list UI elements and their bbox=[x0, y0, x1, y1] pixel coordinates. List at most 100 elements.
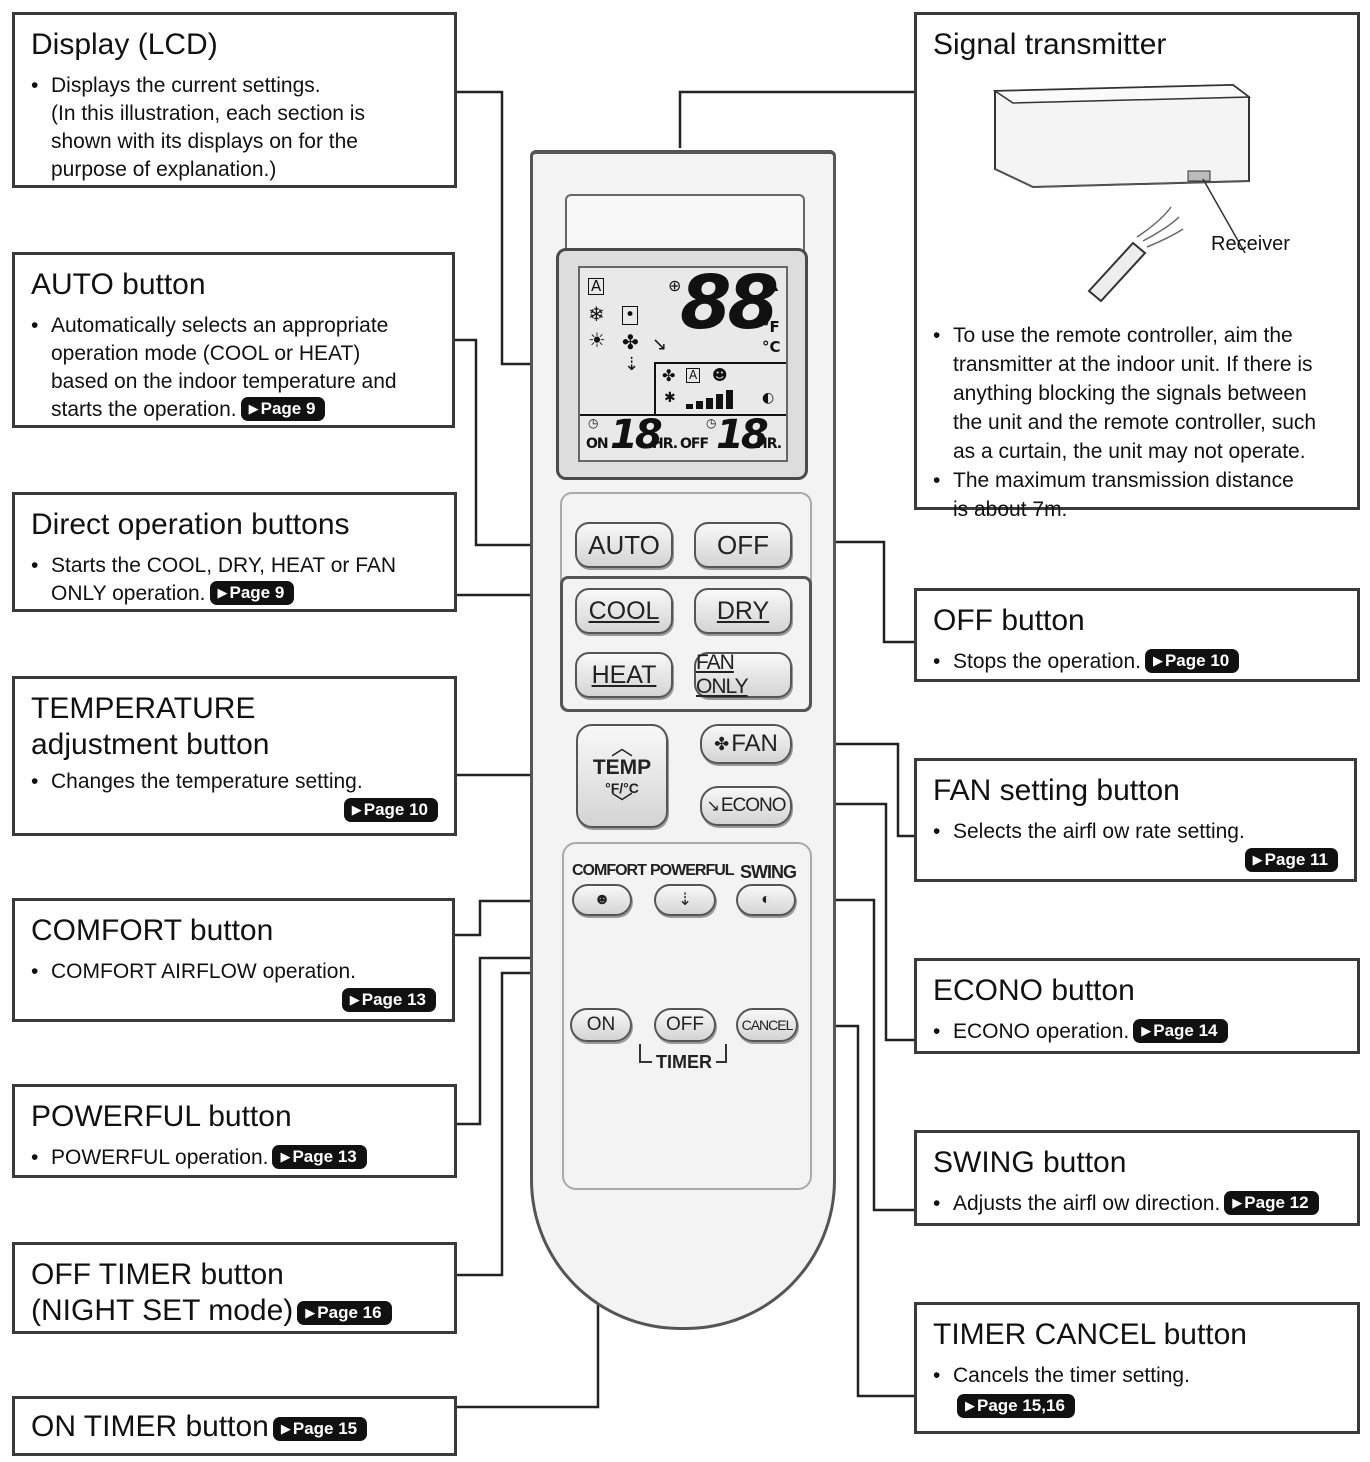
fan-only-button[interactable]: FAN ONLY bbox=[694, 651, 792, 698]
powerful-page-badge[interactable]: Page 13 bbox=[272, 1145, 367, 1169]
lower-button-panel bbox=[562, 842, 812, 1190]
auto-callout: AUTO button Automatically selects an app… bbox=[12, 252, 455, 428]
fan-button[interactable]: ✤FAN bbox=[700, 724, 792, 764]
signal-callout: Signal transmitter Receiver To use the r… bbox=[914, 12, 1360, 521]
receiver-label: Receiver bbox=[1211, 233, 1290, 255]
signal-title: Signal transmitter bbox=[933, 28, 1167, 61]
lcd-hr-2: HR. bbox=[756, 436, 782, 452]
line-swing bbox=[800, 898, 914, 1212]
signal-bullet-1: To use the remote controller, aim the tr… bbox=[933, 321, 1341, 466]
transmit-icon: ⊕ bbox=[668, 276, 682, 295]
line-signal bbox=[678, 90, 914, 148]
signal-bullet-2: The maximum transmission distance is abo… bbox=[933, 466, 1341, 524]
econo-indicator-icon: ↘ bbox=[652, 334, 668, 355]
auto-line-2: operation mode (COOL or HEAT) bbox=[51, 342, 361, 365]
swing-caption: SWING bbox=[740, 862, 797, 882]
comfort-title: COMFORT button bbox=[31, 914, 274, 947]
auto-title: AUTO button bbox=[31, 268, 206, 301]
off-bullet: Stops the operation.Page 10 bbox=[933, 647, 1341, 676]
lcd-fan-auto-icon: A bbox=[686, 368, 701, 383]
lcd-fan-section: ✤ A ☻ ✱ ◐ bbox=[654, 362, 786, 416]
powerful-mode-icon: ⇣ bbox=[624, 354, 640, 375]
dry-mode-icon: • bbox=[622, 306, 639, 325]
auto-line-3: based on the indoor temperature and bbox=[51, 370, 397, 393]
off-page-badge[interactable]: Page 10 bbox=[1144, 649, 1240, 673]
comfort-callout: COMFORT button COMFORT AIRFLOW operation… bbox=[12, 898, 455, 1022]
econo-button[interactable]: ↘ECONO bbox=[700, 786, 792, 826]
lcd-off-label: OFF bbox=[680, 436, 709, 452]
swing-page-badge[interactable]: Page 12 bbox=[1224, 1191, 1319, 1215]
direct-title: Direct operation buttons bbox=[31, 508, 350, 541]
comfort-person-icon: ☻ bbox=[593, 891, 611, 908]
display-note-3: purpose of explanation.) bbox=[51, 158, 277, 181]
cool-snowflake-icon: ❄ bbox=[588, 302, 605, 326]
lcd-quiet-icon: ✱ bbox=[664, 390, 676, 406]
comfort-caption: COMFORT bbox=[572, 862, 647, 879]
off-callout: OFF button Stops the operation.Page 10 bbox=[914, 588, 1360, 682]
heat-button[interactable]: HEAT bbox=[575, 652, 673, 698]
swing-icon: ◐ bbox=[761, 891, 771, 908]
econo-bullet: ECONO operation.Page 14 bbox=[933, 1017, 1341, 1046]
chevron-down-icon: ﹀ bbox=[610, 791, 633, 816]
off-timer-page-badge[interactable]: Page 16 bbox=[297, 1301, 392, 1325]
display-title: Display (LCD) bbox=[31, 28, 218, 61]
line-comfort bbox=[454, 899, 568, 937]
temp-button[interactable]: ︿ TEMP °F/°C ﹀ bbox=[576, 724, 668, 828]
on-timer-button[interactable]: ON bbox=[570, 1008, 632, 1042]
swing-button[interactable]: ◐ bbox=[736, 884, 796, 916]
timer-cancel-title: TIMER CANCEL button bbox=[933, 1318, 1247, 1351]
timer-cancel-button[interactable]: CANCEL bbox=[736, 1008, 798, 1042]
line-auto bbox=[454, 338, 572, 547]
powerful-caption: POWERFUL bbox=[650, 862, 735, 879]
direct-callout: Direct operation buttons Starts the COOL… bbox=[12, 492, 457, 612]
econo-icon: ↘ bbox=[706, 798, 719, 815]
direct-page-badge[interactable]: Page 9 bbox=[209, 581, 295, 605]
lcd-on-hours: 18 bbox=[610, 412, 663, 458]
heat-sun-icon: ☀ bbox=[588, 328, 606, 352]
fan-icon: ✤ bbox=[714, 733, 730, 754]
auto-line-1: Automatically selects an appropriate bbox=[31, 311, 436, 340]
cool-button[interactable]: COOL bbox=[575, 588, 673, 634]
on-timer-page-badge[interactable]: Page 15 bbox=[272, 1417, 368, 1441]
lcd-off-clock-icon: ◷ bbox=[706, 416, 717, 430]
auto-button[interactable]: AUTO bbox=[575, 522, 673, 568]
on-timer-title: ON TIMER buttonPage 15 bbox=[31, 1409, 438, 1445]
direct-line-1: Starts the COOL, DRY, HEAT or FAN bbox=[31, 551, 438, 580]
chevron-up-icon: ︿ bbox=[610, 735, 633, 760]
swing-title: SWING button bbox=[933, 1146, 1127, 1179]
fan-page-badge[interactable]: Page 11 bbox=[1244, 848, 1338, 872]
off-button[interactable]: OFF bbox=[694, 522, 792, 568]
econo-page-badge[interactable]: Page 14 bbox=[1133, 1019, 1228, 1043]
comfort-page-badge[interactable]: Page 13 bbox=[341, 988, 436, 1012]
direct-line-2: ONLY operation.Page 9 bbox=[31, 580, 438, 608]
lcd-unit-f: °F bbox=[762, 318, 780, 336]
timer-cancel-page-badge[interactable]: Page 15,16 bbox=[957, 1394, 1075, 1418]
display-note-1: (In this illustration, each section is bbox=[51, 102, 365, 125]
comfort-bullet: COMFORT AIRFLOW operation. bbox=[31, 957, 436, 986]
lcd-hr-1: HR. bbox=[652, 436, 678, 452]
fan-callout: FAN setting button Selects the airfl ow … bbox=[914, 758, 1357, 882]
temperature-page-badge[interactable]: Page 10 bbox=[343, 798, 438, 822]
off-timer-callout: OFF TIMER button(NIGHT SET mode)Page 16 bbox=[12, 1242, 457, 1334]
temp-label: TEMP bbox=[592, 756, 652, 779]
off-timer-title: OFF TIMER button(NIGHT SET mode)Page 16 bbox=[31, 1257, 438, 1329]
auto-page-badge[interactable]: Page 9 bbox=[240, 397, 326, 421]
off-timer-button[interactable]: OFF bbox=[654, 1008, 716, 1042]
timer-cancel-bullet: Cancels the timer setting. bbox=[933, 1361, 1341, 1390]
econo-callout: ECONO button ECONO operation.Page 14 bbox=[914, 958, 1360, 1054]
comfort-button[interactable]: ☻ bbox=[572, 884, 632, 916]
lcd-off-hours: 18 bbox=[716, 412, 769, 458]
auto-mode-icon: A bbox=[588, 278, 605, 295]
powerful-button[interactable]: ⇣ bbox=[654, 884, 716, 916]
lcd-on-clock-icon: ◷ bbox=[588, 416, 599, 430]
timer-cancel-callout: TIMER CANCEL button Cancels the timer se… bbox=[914, 1302, 1360, 1434]
fan-title: FAN setting button bbox=[933, 774, 1180, 807]
temp-units-label: °F/°C bbox=[605, 780, 639, 796]
off-title: OFF button bbox=[933, 604, 1085, 637]
dry-button[interactable]: DRY bbox=[694, 588, 792, 634]
line-econo bbox=[800, 802, 914, 1042]
powerful-arrow-icon: ⇣ bbox=[677, 890, 693, 909]
swing-bullet: Adjusts the airfl ow direction.Page 12 bbox=[933, 1189, 1341, 1218]
lcd-fan-bars bbox=[686, 390, 733, 409]
